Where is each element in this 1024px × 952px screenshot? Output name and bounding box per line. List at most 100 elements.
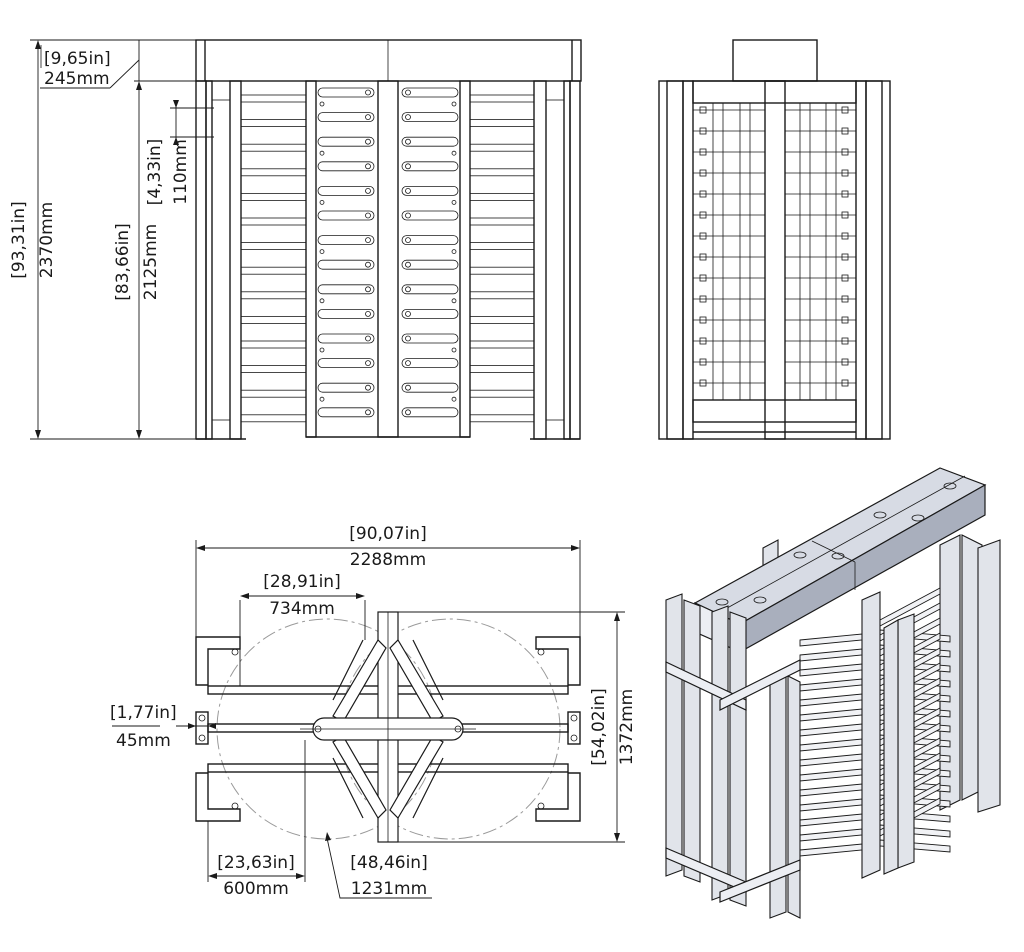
arm-bolt [451, 298, 457, 304]
fixed-arm [469, 266, 535, 275]
rail-clip [841, 127, 849, 135]
iso-rotor-arm [799, 783, 863, 797]
iso-rotor-arm [799, 678, 863, 692]
arm-bolt [365, 310, 371, 317]
passage-width-in: [23,63in] [217, 853, 294, 873]
arm-bolt [365, 163, 371, 170]
total-width-mm: 2288mm [350, 550, 426, 570]
arm-bolt [365, 89, 371, 96]
arm-bolt [365, 187, 371, 194]
rail-clip [699, 316, 707, 324]
arm-bolt [405, 163, 411, 170]
rail-clip [699, 190, 707, 198]
fixed-arm [469, 192, 535, 201]
iso-rotor-arm [799, 828, 863, 842]
total-height-in: [93,31in] [9, 201, 29, 278]
arm-bolt [365, 335, 371, 342]
arm-bolt [405, 89, 411, 96]
top-housing [195, 39, 582, 82]
arm-bolt [319, 150, 325, 156]
rotor-radius-in: [28,91in] [263, 572, 340, 592]
fixed-arm [469, 291, 535, 300]
fixed-arm [469, 389, 535, 398]
iso-rotor-arm [799, 753, 863, 767]
rotor-arm [317, 185, 375, 196]
rail-clip [699, 295, 707, 303]
fixed-arm [240, 192, 307, 201]
rotor-arm [317, 333, 375, 344]
rotor-arm [401, 112, 459, 122]
arm-bolt [319, 298, 325, 304]
post-offset-mm: 45mm [116, 731, 171, 751]
rail-clip [841, 232, 849, 240]
rotor-arm [401, 407, 459, 418]
rotor-radius-mm: 734mm [269, 599, 335, 619]
isometric-view [665, 467, 1001, 919]
rotor-arm [401, 210, 459, 221]
rail-clip [699, 379, 707, 387]
rail-clip [699, 253, 707, 261]
arm-bolt [365, 384, 371, 391]
rail-clip [699, 232, 707, 240]
fixed-arm [469, 340, 535, 349]
fixed-arm [240, 365, 307, 374]
arm-bolt [451, 101, 457, 107]
side-top-box [732, 39, 818, 82]
top-box-height-mm: 245mm [44, 69, 110, 89]
rotor-arm [401, 358, 459, 369]
rotor-arm [317, 259, 375, 270]
arm-bolt [405, 138, 411, 145]
rotor-arm [401, 308, 459, 319]
rail-clip [841, 337, 849, 345]
rail-clip [699, 211, 707, 219]
arm-bolt [405, 261, 411, 268]
iso-rotor-arm [799, 723, 863, 737]
rail-clip [841, 358, 849, 366]
plan-view: [90,07in] 2288mm [28,91in] 734mm [54,02i… [110, 524, 637, 899]
arm-bolt [319, 347, 325, 353]
fixed-arm [469, 143, 535, 152]
rail-clip [699, 148, 707, 156]
fixed-arm [240, 389, 307, 398]
fixed-arm [240, 94, 307, 103]
rail-clip [841, 190, 849, 198]
rotor-arm [317, 382, 375, 393]
rotor-diameter-mm: 1231mm [351, 879, 427, 899]
arm-bolt [365, 409, 371, 416]
depth-in: [54,02in] [589, 688, 609, 765]
fixed-arm [469, 119, 535, 127]
fixed-arm [240, 414, 307, 423]
rail-clip [841, 379, 849, 387]
rail-clip [841, 169, 849, 177]
arm-bolt [451, 249, 457, 255]
arm-bolt [319, 249, 325, 255]
arm-bolt [451, 150, 457, 156]
fixed-arm [469, 315, 535, 324]
arm-bolt [319, 396, 325, 402]
passage-height-mm: 2125mm [141, 224, 161, 300]
total-width-in: [90,07in] [349, 524, 426, 544]
rail-clip [841, 253, 849, 261]
rotor-arm [317, 235, 375, 246]
fixed-arm [240, 242, 307, 251]
fixed-arm [240, 266, 307, 275]
top-box-height-in: [9,65in] [44, 49, 111, 69]
rotor-arm [401, 136, 459, 147]
rail-clip [841, 106, 849, 114]
fixed-arm [469, 365, 535, 374]
fixed-arm [469, 414, 535, 423]
rotor-arm [317, 210, 375, 221]
iso-rotor-arm [799, 768, 863, 782]
arm-bolt [319, 199, 325, 205]
iso-rotor-arm [799, 813, 863, 827]
rail-clip [841, 295, 849, 303]
fixed-arm [240, 119, 307, 127]
rotor-diameter-in: [48,46in] [350, 853, 427, 873]
passage-height-in: [83,66in] [113, 223, 133, 300]
arm-bolt [405, 187, 411, 194]
fixed-arms-right [469, 94, 535, 423]
iso-rotor-arm [799, 663, 863, 677]
fixed-arms-left [240, 94, 307, 423]
iso-rotor-arm [799, 693, 863, 707]
